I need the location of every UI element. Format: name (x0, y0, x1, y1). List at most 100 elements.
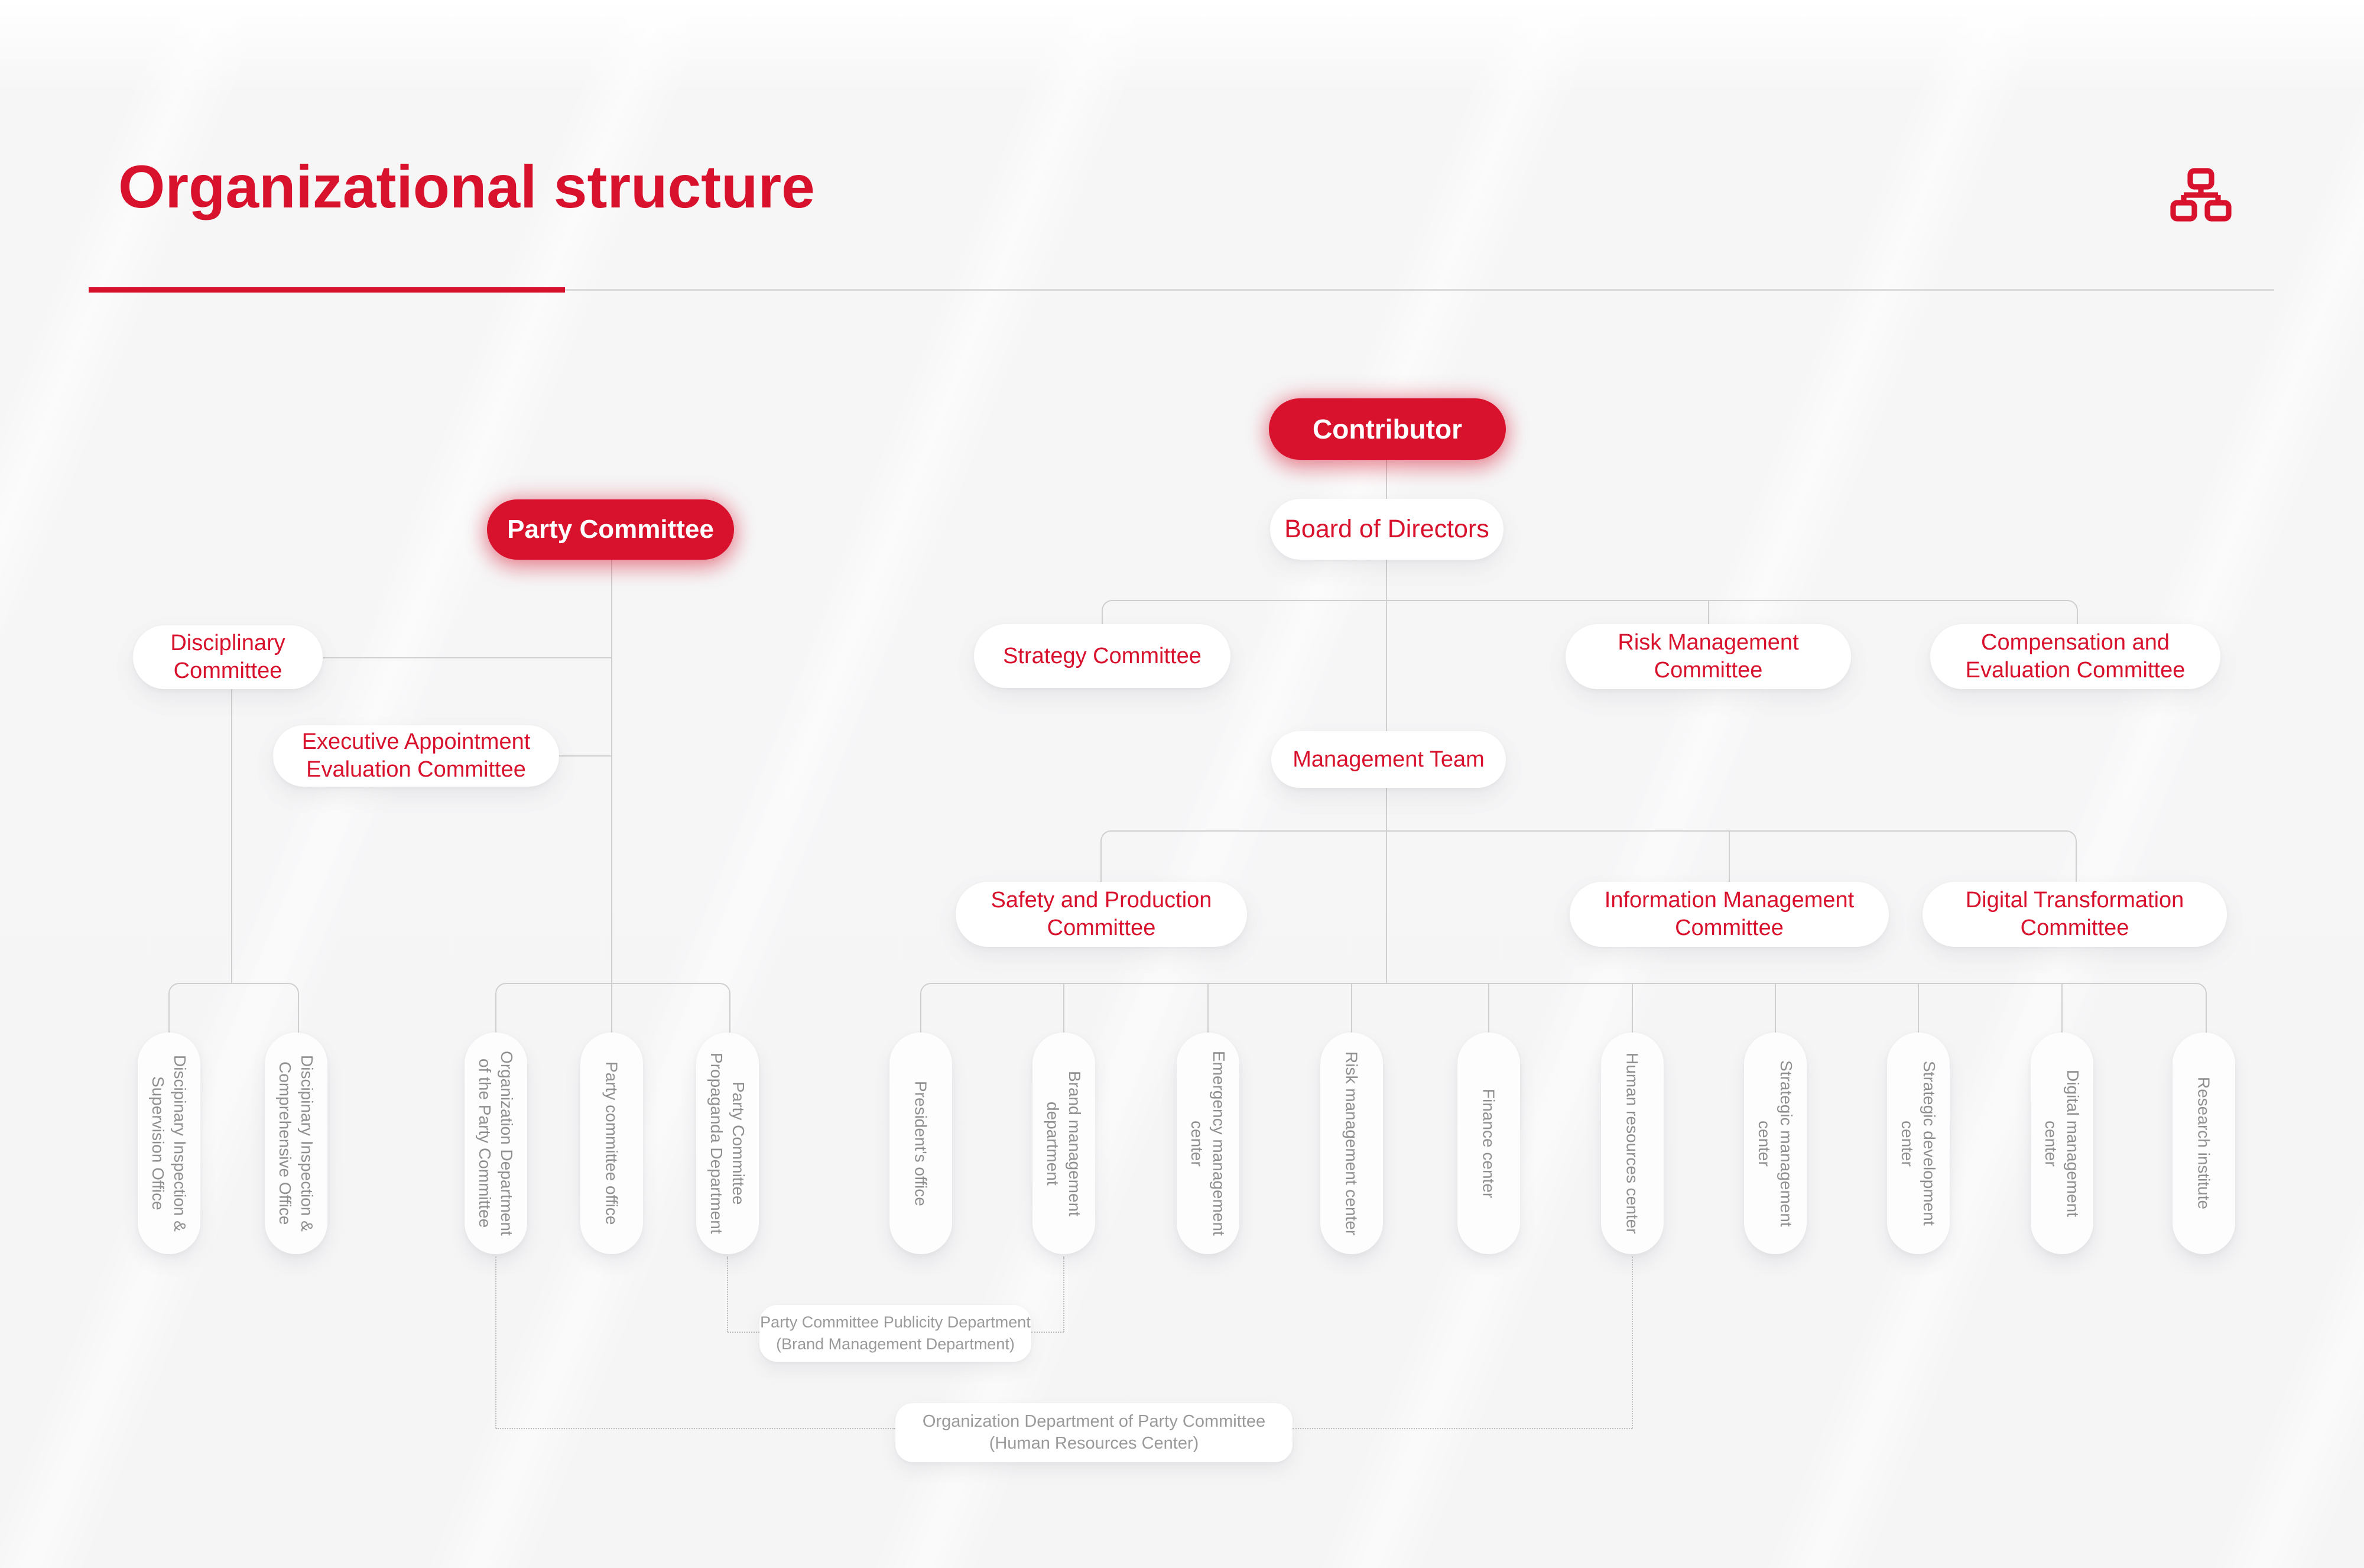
bracket-board-committees (1102, 600, 2078, 626)
dept-label: Emergency management (1210, 1051, 1228, 1236)
dept-label: Digital management (2064, 1069, 2082, 1218)
label-line: Safety and Production (991, 888, 1212, 913)
node-contributor-label: Contributor (1313, 414, 1462, 444)
dept-label: center (2042, 1120, 2060, 1167)
dept-pill-finance-center: Finance center (1457, 1033, 1520, 1254)
stub-strategic-management (1775, 983, 1776, 1033)
node-strategy-committee: Strategy Committee (974, 624, 1230, 688)
label-line: Executive Appointment (301, 729, 531, 754)
label-line: Compensation and (1981, 630, 2170, 655)
stub-finance-center (1488, 983, 1489, 1033)
label-line: Disciplinary (170, 631, 285, 655)
dept-label: Supervision Office (149, 1076, 167, 1210)
stub-strategic-development (1918, 983, 1919, 1033)
dept-pill-disciplinary-inspection-supervision-office: Discipinary Inspection &Supervision Offi… (138, 1033, 200, 1254)
dotted-brand-down (1063, 1257, 1064, 1332)
stub-brand-management (1063, 983, 1064, 1033)
dept-label: Comprehensive Office (276, 1061, 294, 1225)
label-line: Committee (1047, 916, 1156, 940)
dept-label: Party Committee (729, 1082, 748, 1205)
dept-label: of the Party Committee (476, 1059, 494, 1228)
node-executive-appointment-committee: Executive Appointment Evaluation Committ… (273, 725, 559, 787)
dept-label: Finance center (1479, 1088, 1498, 1199)
label-line: Risk Management (1618, 630, 1799, 655)
dept-pill-party-committee-office: Party committee office (580, 1033, 643, 1254)
dept-label: center (1188, 1120, 1206, 1167)
node-party-label: Party Committee (507, 515, 714, 544)
bracket-management-committees (1100, 830, 2077, 883)
header-divider (89, 289, 2274, 291)
stub-information-committee (1729, 830, 1730, 882)
link-party-down (611, 560, 612, 983)
link-management-departments (1386, 785, 1387, 983)
node-party-committee: Party Committee (487, 499, 734, 560)
dotted-publicity-right (1031, 1332, 1064, 1333)
dept-label: Strategic management (1777, 1060, 1795, 1227)
note-line: Party Committee Publicity Department (760, 1313, 1031, 1331)
note-publicity-department: Party Committee Publicity Department (Br… (759, 1305, 1031, 1362)
dept-label: President's office (911, 1080, 930, 1206)
dept-label: Discipinary Inspection & (171, 1055, 189, 1232)
link-contributor-board (1386, 460, 1387, 499)
note-line: (Brand Management Department) (776, 1335, 1015, 1353)
note-organization-department: Organization Department of Party Committ… (895, 1403, 1293, 1462)
stub-risk-management-center (1351, 983, 1352, 1033)
dept-label: Strategic development (1920, 1061, 1938, 1226)
dept-label: center (1898, 1120, 1917, 1167)
node-information-management-committee: Information Management Committee (1570, 882, 1889, 947)
label-line: Committee (173, 658, 282, 683)
dept-label: Brand management (1066, 1070, 1084, 1216)
label-line: Evaluation Committee (1965, 658, 2186, 683)
node-management-team: Management Team (1271, 731, 1506, 788)
label-line: Digital Transformation (1965, 888, 2184, 913)
dept-pill-disciplinary-inspection-comprehensive-office: Discipinary Inspection &Comprehensive Of… (265, 1033, 327, 1254)
dept-label: Risk management center (1342, 1051, 1361, 1236)
org-chart-icon[interactable] (2170, 167, 2232, 225)
dept-label: department (1044, 1101, 1062, 1186)
stub-party-committee-office (611, 983, 612, 1033)
page-title: Organizational structure (118, 153, 815, 220)
label-line: Committee (1654, 658, 1763, 683)
label-line: Management Team (1293, 746, 1485, 772)
dotted-publicity-left (728, 1332, 759, 1333)
label-line: Strategy Committee (1003, 643, 1202, 668)
bracket-main-departments (920, 983, 2207, 1034)
node-board-of-directors: Board of Directors (1270, 499, 1504, 560)
label-line: Evaluation Committee (306, 757, 526, 782)
link-board-management (1386, 560, 1387, 731)
note-line: Organization Department of Party Committ… (922, 1412, 1266, 1431)
node-risk-management-committee: Risk Management Committee (1566, 624, 1851, 689)
note-line: (Human Resources Center) (989, 1434, 1199, 1453)
dept-label: Party committee office (602, 1061, 621, 1225)
stub-risk-committee (1708, 600, 1709, 625)
node-compensation-committee: Compensation and Evaluation Committee (1930, 624, 2220, 689)
stub-human-resources (1632, 983, 1633, 1033)
dept-label: center (1755, 1120, 1774, 1167)
stub-digital-management (2061, 983, 2063, 1033)
node-contributor: Contributor (1269, 398, 1506, 460)
header-divider-accent (89, 287, 565, 293)
stub-emergency-management (1207, 983, 1209, 1033)
node-disciplinary-committee: Disciplinary Committee (133, 625, 323, 689)
link-executive-party (559, 755, 612, 757)
dotted-organization-left (496, 1428, 895, 1429)
node-safety-production-committee: Safety and Production Committee (956, 882, 1247, 947)
dotted-hr-down (1632, 1257, 1633, 1429)
dept-label: Human resources center (1623, 1053, 1642, 1234)
bracket-party-departments (495, 983, 730, 1034)
dept-pill-research-institute: Research institute (2173, 1033, 2235, 1254)
label-line: Committee (2020, 916, 2129, 940)
dotted-organization-down (495, 1257, 496, 1429)
dept-label: Research institute (2194, 1077, 2213, 1210)
label-line: Information Management (1604, 888, 1855, 913)
dotted-organization-right (1293, 1428, 1632, 1429)
dept-label: Discipinary Inspection & (298, 1055, 316, 1232)
link-disciplinary-down (231, 689, 232, 983)
dept-pill-human-resources-center: Human resources center (1601, 1033, 1664, 1254)
